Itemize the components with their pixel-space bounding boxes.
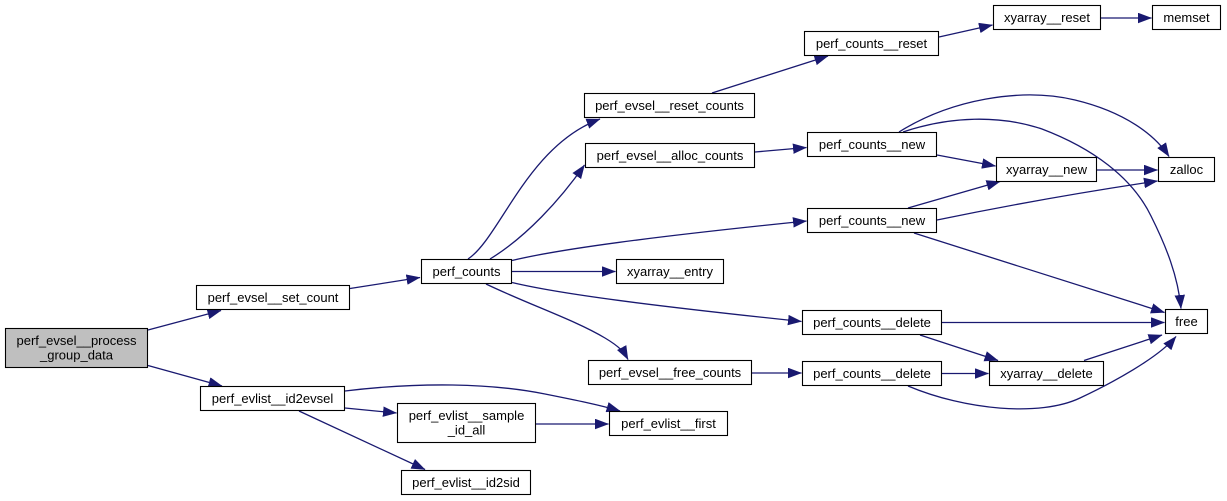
svg-text:xyarray__new: xyarray__new — [1006, 162, 1088, 177]
svg-text:perf_counts: perf_counts — [433, 264, 501, 279]
svg-text:perf_evsel__free_counts: perf_evsel__free_counts — [599, 365, 742, 380]
svg-text:perf_evsel__process: perf_evsel__process — [17, 333, 137, 348]
svg-text:perf_evlist__id2evsel: perf_evlist__id2evsel — [212, 391, 334, 406]
svg-text:perf_evlist__first: perf_evlist__first — [621, 416, 716, 431]
svg-text:perf_evsel__set_count: perf_evsel__set_count — [208, 290, 339, 305]
svg-text:perf_counts__new: perf_counts__new — [819, 213, 926, 228]
svg-text:xyarray__reset: xyarray__reset — [1004, 10, 1090, 25]
svg-text:_id_all: _id_all — [447, 423, 486, 438]
svg-text:perf_counts__delete: perf_counts__delete — [813, 366, 931, 381]
svg-text:free: free — [1175, 314, 1197, 329]
svg-text:perf_counts__new: perf_counts__new — [819, 137, 926, 152]
svg-text:perf_counts__delete: perf_counts__delete — [813, 315, 931, 330]
svg-text:perf_evlist__id2sid: perf_evlist__id2sid — [412, 475, 520, 490]
svg-text:xyarray__delete: xyarray__delete — [1000, 366, 1093, 381]
svg-text:perf_evsel__reset_counts: perf_evsel__reset_counts — [595, 98, 744, 113]
svg-text:xyarray__entry: xyarray__entry — [627, 264, 713, 279]
svg-text:memset: memset — [1163, 10, 1210, 25]
svg-text:perf_counts__reset: perf_counts__reset — [816, 36, 928, 51]
svg-text:_group_data: _group_data — [39, 348, 114, 363]
svg-text:perf_evlist__sample: perf_evlist__sample — [409, 408, 525, 423]
svg-text:zalloc: zalloc — [1170, 162, 1204, 177]
svg-text:perf_evsel__alloc_counts: perf_evsel__alloc_counts — [597, 148, 744, 163]
